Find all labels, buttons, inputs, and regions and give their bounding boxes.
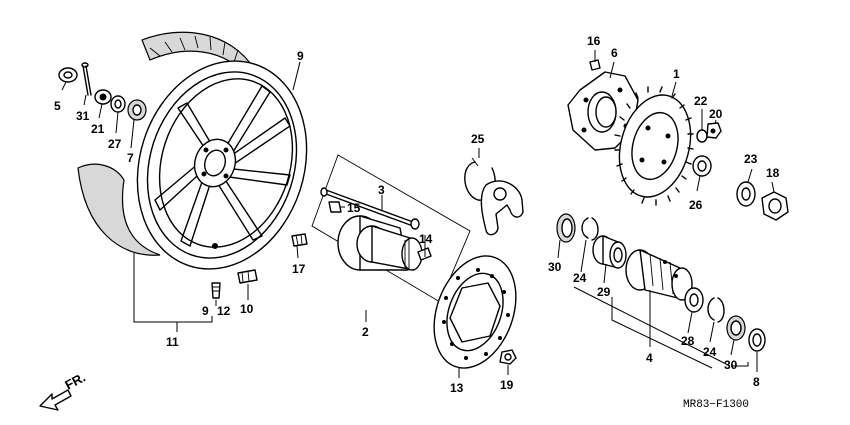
callout-25: 25 xyxy=(471,132,485,146)
balance-weight-10 xyxy=(237,269,258,284)
callout-14: 14 xyxy=(419,232,433,246)
washer-22 xyxy=(696,129,708,143)
callout-24-b: 24 xyxy=(703,345,717,359)
callout-28: 28 xyxy=(681,334,695,348)
callout-24-a: 24 xyxy=(573,271,587,285)
callout-15: 15 xyxy=(347,201,361,215)
nut-20 xyxy=(706,122,722,139)
axle-nut-5 xyxy=(58,67,78,83)
oil-seal-30b xyxy=(726,315,746,341)
callout-3: 3 xyxy=(378,183,385,197)
callout-11: 11 xyxy=(166,335,179,349)
callout-27: 27 xyxy=(108,137,122,151)
callout-12: 12 xyxy=(217,304,231,318)
callout-10: 10 xyxy=(240,302,254,316)
direction-label: FR. xyxy=(62,370,88,393)
callout-23: 23 xyxy=(744,152,758,166)
collar-21 xyxy=(94,89,112,105)
oil-seal-30a xyxy=(556,213,576,243)
callout-21: 21 xyxy=(91,122,105,136)
callout-9-bottom: 9 xyxy=(202,304,209,318)
circlip-24a xyxy=(581,217,599,241)
callout-30-b: 30 xyxy=(724,358,738,372)
callout-9-top: 9 xyxy=(297,49,304,63)
callout-5: 5 xyxy=(54,99,61,113)
rear-wheel xyxy=(77,31,308,270)
dust-seal-7 xyxy=(127,99,147,121)
nut-19 xyxy=(499,349,517,365)
callout-20: 20 xyxy=(709,107,723,121)
hub-assembly-box xyxy=(291,154,471,303)
collar-27 xyxy=(110,95,126,113)
leader-lines xyxy=(61,50,775,378)
callout-18: 18 xyxy=(766,166,780,180)
callout-1: 1 xyxy=(673,67,680,81)
callout-16: 16 xyxy=(587,34,601,48)
brake-disc-13 xyxy=(433,255,517,369)
washer-26 xyxy=(692,155,712,177)
callout-8: 8 xyxy=(753,375,760,389)
figure-code: MR83−F1300 xyxy=(683,399,749,411)
callout-6: 6 xyxy=(611,46,618,60)
stopper-arm xyxy=(480,180,524,236)
callout-31: 31 xyxy=(76,109,90,123)
washer-23 xyxy=(736,181,756,207)
front-direction-arrow: FR. xyxy=(39,370,88,411)
callout-26: 26 xyxy=(689,198,703,212)
axle-nut-18 xyxy=(761,191,789,221)
callout-29: 29 xyxy=(597,285,611,299)
callout-17: 17 xyxy=(292,262,306,276)
callout-13: 13 xyxy=(450,381,464,395)
sprocket-1 xyxy=(614,86,694,206)
callout-7: 7 xyxy=(127,151,134,165)
valve-12 xyxy=(211,282,221,299)
bearing-29 xyxy=(592,235,627,269)
callout-22: 22 xyxy=(694,94,708,108)
bearing-28 xyxy=(684,287,704,313)
driven-flange-4 xyxy=(625,249,693,301)
callout-4: 4 xyxy=(646,351,653,365)
callout-30-a: 30 xyxy=(548,260,562,274)
cotter-pin-31 xyxy=(81,62,92,96)
callout-19: 19 xyxy=(500,378,514,392)
circlip-24b xyxy=(707,297,725,323)
callout-labels: 5 31 21 27 7 9 11 9 12 10 17 15 14 3 2 1… xyxy=(54,34,780,395)
callout-2: 2 xyxy=(362,325,369,339)
collar-8 xyxy=(748,328,766,352)
